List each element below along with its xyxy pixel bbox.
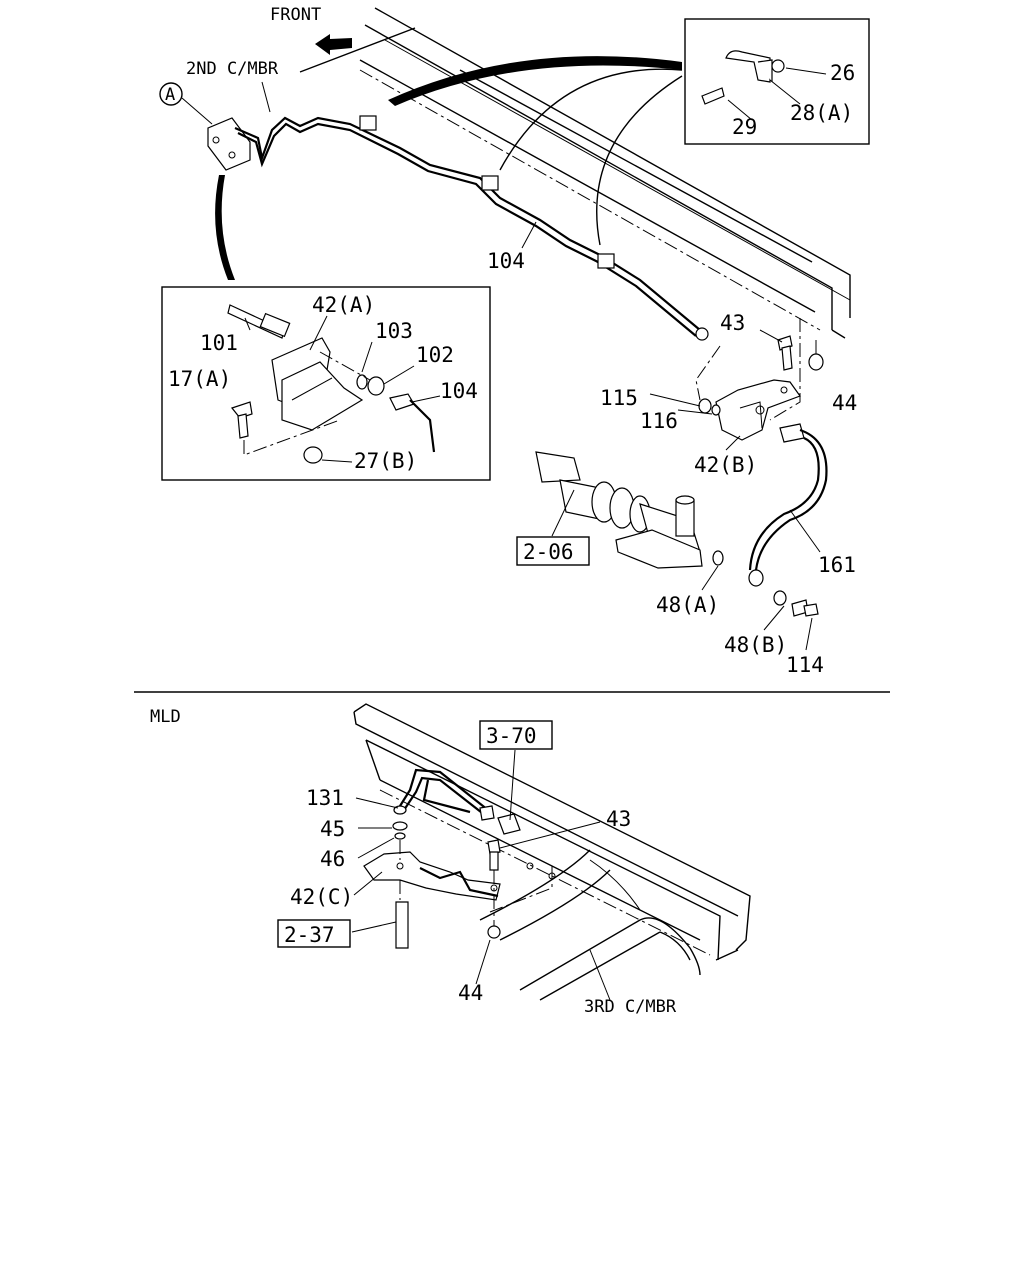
ref-box-2-37: 2-37 (277, 919, 351, 948)
nut-44b (487, 925, 501, 939)
callout-102: 102 (416, 343, 454, 367)
callout-48b: 48(B) (724, 633, 787, 657)
callout-114: 114 (786, 653, 824, 677)
bottom-callouts (351, 749, 611, 1001)
inset-detail-box: 26 28(A) 29 (684, 18, 870, 145)
pipe-clip-1 (359, 115, 377, 131)
brake-pipe-bottom (393, 768, 521, 835)
washer-46 (394, 832, 406, 840)
front-label: FRONT (270, 5, 321, 25)
frame-rail-bottom (353, 703, 751, 1001)
callout-161: 161 (818, 553, 856, 577)
ref-box-2-06: 2-06 (516, 489, 590, 566)
callout-42a: 42(A) (312, 293, 375, 317)
callout-29: 29 (732, 115, 757, 139)
crossmember-label-3rd: 3RD C/MBR (584, 997, 677, 1017)
nut-26 (771, 59, 785, 73)
callout-45: 45 (320, 817, 345, 841)
callout-104-inset: 104 (440, 379, 478, 403)
front-arrow-icon (315, 34, 352, 55)
svg-text:A: A (165, 85, 175, 105)
washer-116 (711, 404, 721, 416)
brake-pipe-104 (234, 115, 709, 341)
svg-text:3-70: 3-70 (486, 724, 537, 748)
callout-26: 26 (830, 61, 855, 85)
callout-43-bottom: 43 (606, 807, 631, 831)
frame-rail-top (299, 7, 851, 339)
callout-17a: 17(A) (168, 367, 231, 391)
bolt-43b (487, 839, 501, 855)
callout-27b: 27(B) (354, 449, 417, 473)
detail-leader-curves (215, 56, 683, 280)
callout-42c: 42(C) (290, 885, 353, 909)
pipe-clip-3 (597, 253, 615, 269)
callout-131: 131 (306, 786, 344, 810)
svg-text:2-37: 2-37 (284, 923, 335, 947)
callout-48a: 48(A) (656, 593, 719, 617)
crossmember-label-2nd: 2ND C/MBR (186, 59, 279, 79)
callout-28a: 28(A) (790, 101, 853, 125)
callout-44-bottom: 44 (458, 981, 483, 1005)
pipe-fitting-3-70 (497, 813, 521, 835)
washer-48b (773, 590, 787, 606)
callout-115: 115 (600, 386, 638, 410)
clutch-cylinder-assembly (535, 451, 724, 591)
callout-104: 104 (487, 249, 525, 273)
bracket-a-left (207, 117, 251, 171)
view-ref-a: A (159, 82, 213, 125)
nut-45 (392, 821, 408, 831)
bolt-29 (701, 87, 725, 105)
bracket-42b (649, 318, 824, 451)
callout-103: 103 (375, 319, 413, 343)
washer-48a (712, 550, 724, 566)
bracket-42c (363, 821, 553, 949)
pipe-nut (695, 327, 709, 341)
nut-115 (698, 398, 712, 414)
callout-46: 46 (320, 847, 345, 871)
callout-43-top: 43 (720, 311, 745, 335)
ref-box-3-70: 3-70 (479, 720, 553, 750)
callout-116: 116 (640, 409, 678, 433)
callout-101: 101 (200, 331, 238, 355)
variant-label-mld: MLD (150, 707, 181, 727)
nut-44 (808, 353, 824, 371)
pipe-clip-2 (481, 175, 499, 191)
inset-bracket-box: 42(A) 101 103 102 17(A) 104 27(B) (161, 286, 491, 481)
callout-42b: 42(B) (694, 453, 757, 477)
svg-text:2-06: 2-06 (523, 540, 574, 564)
callout-44-top: 44 (832, 391, 857, 415)
flex-hose-161 (748, 423, 828, 651)
